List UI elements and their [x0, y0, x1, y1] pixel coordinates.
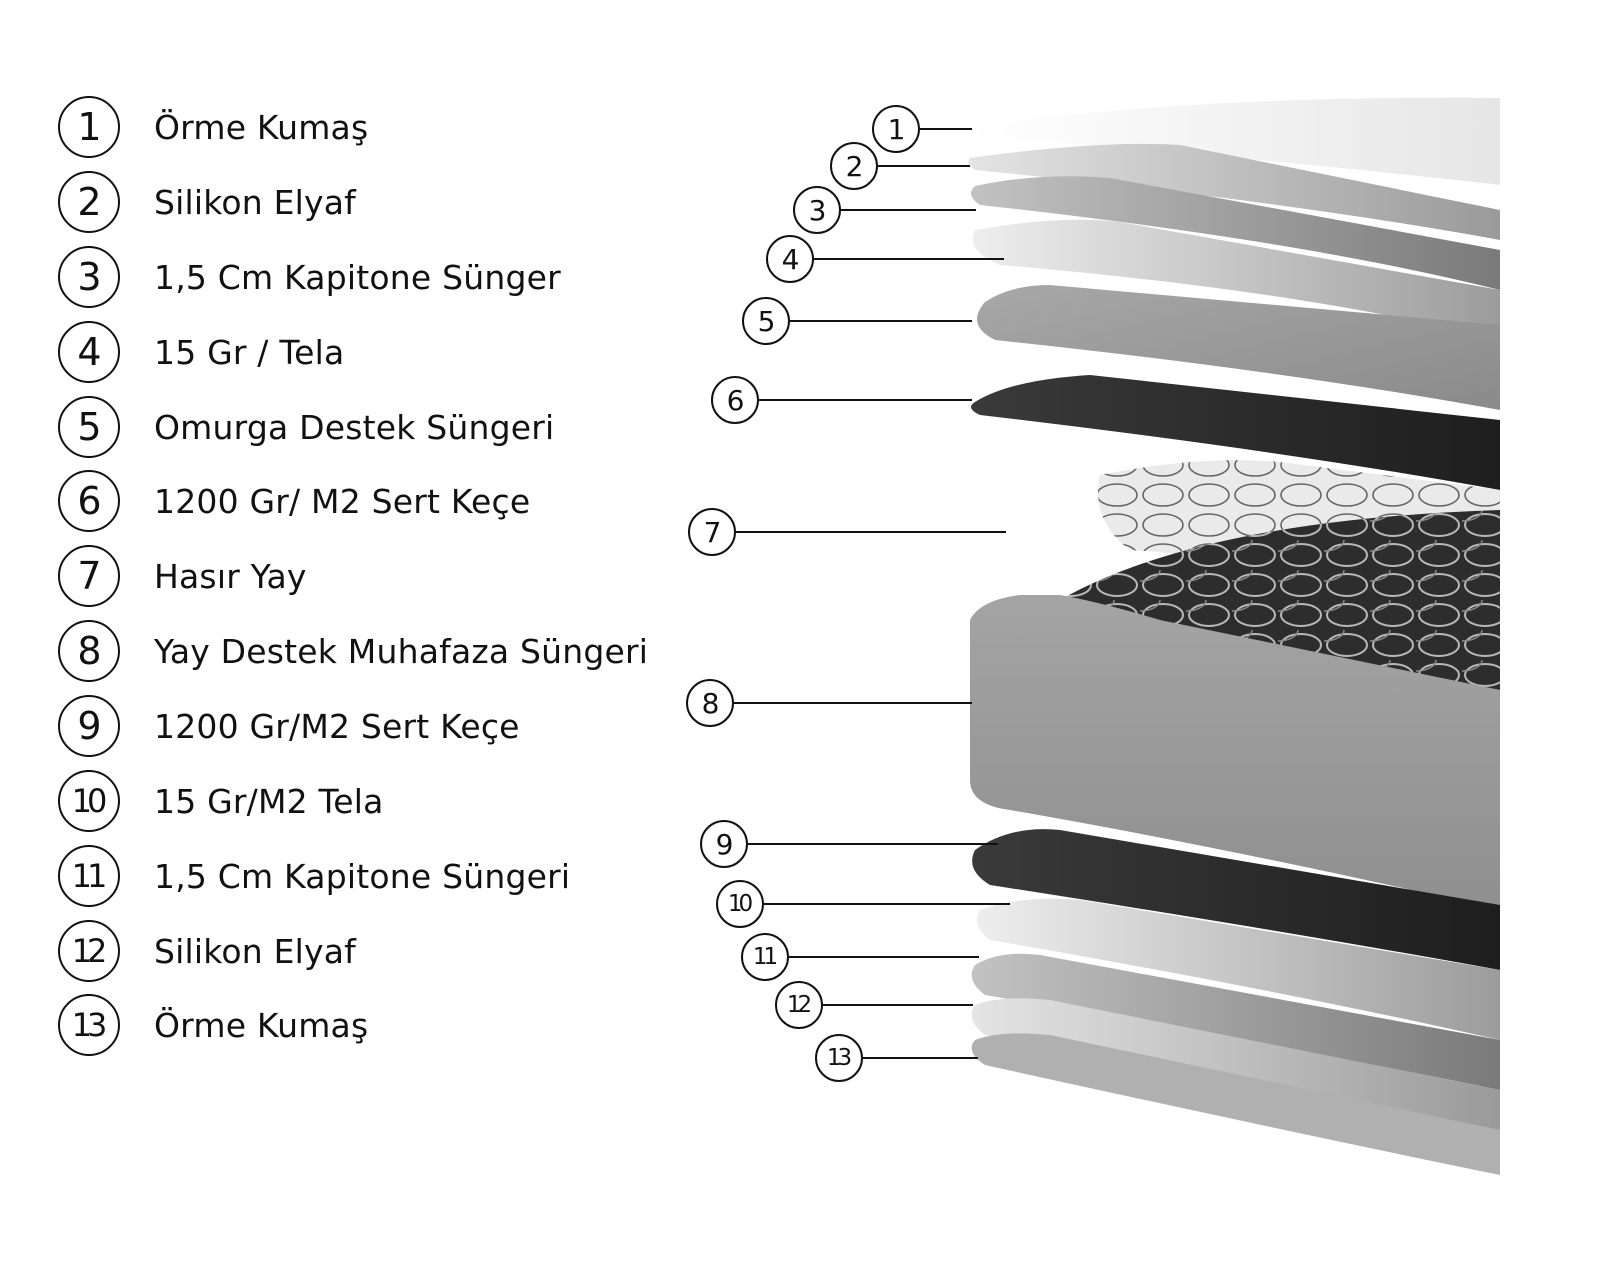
callout-3: 3 — [793, 186, 976, 234]
leader-line — [878, 164, 970, 168]
callout-11: 11 — [741, 933, 979, 981]
number-badge: 10 — [58, 770, 120, 832]
callout-10: 10 — [716, 880, 1010, 928]
number-badge: 11 — [58, 845, 120, 907]
mattress-layers-illustration — [968, 97, 1500, 1175]
mattress-layers-diagram: 1 2 3 4 5 6 7 8 9 10 11 12 — [680, 90, 1540, 1220]
number-badge: 6 — [58, 470, 120, 532]
legend-label: 15 Gr/M2 Tela — [154, 781, 384, 821]
number-badge: 4 — [766, 235, 814, 283]
legend-label: Örme Kumaş — [154, 1005, 369, 1045]
callout-4: 4 — [766, 235, 1004, 283]
number-badge: 5 — [742, 297, 790, 345]
legend-item: 2 Silikon Elyaf — [58, 169, 356, 235]
number-badge: 7 — [58, 545, 120, 607]
leader-line — [863, 1056, 978, 1060]
leader-line — [814, 257, 1004, 261]
legend-label: Yay Destek Muhafaza Süngeri — [154, 631, 649, 671]
legend-label: 1,5 Cm Kapitone Süngeri — [154, 856, 571, 896]
number-badge: 5 — [58, 396, 120, 458]
number-badge: 9 — [58, 695, 120, 757]
number-badge: 3 — [58, 246, 120, 308]
legend-item: 7 Hasır Yay — [58, 543, 307, 609]
legend-item: 12 Silikon Elyaf — [58, 918, 356, 984]
leader-line — [759, 398, 972, 402]
legend-label: 1,5 Cm Kapitone Sünger — [154, 257, 561, 297]
legend-item: 11 1,5 Cm Kapitone Süngeri — [58, 843, 570, 909]
leader-line — [920, 127, 972, 131]
legend-label: 15 Gr / Tela — [154, 332, 345, 372]
leader-line — [841, 208, 976, 212]
legend-label: Hasır Yay — [154, 556, 307, 596]
callout-12: 12 — [775, 981, 973, 1029]
number-badge: 2 — [830, 142, 878, 190]
number-badge: 8 — [58, 620, 120, 682]
callout-6: 6 — [711, 376, 972, 424]
legend-item: 6 1200 Gr/ M2 Sert Keçe — [58, 468, 530, 534]
number-badge: 1 — [58, 96, 120, 158]
leader-line — [748, 842, 998, 846]
number-badge: 3 — [793, 186, 841, 234]
leader-line — [789, 955, 979, 959]
number-badge: 9 — [700, 820, 748, 868]
legend-label: Silikon Elyaf — [154, 182, 356, 222]
number-badge: 6 — [711, 376, 759, 424]
legend-item: 3 1,5 Cm Kapitone Sünger — [58, 244, 561, 310]
number-badge: 1 — [872, 105, 920, 153]
number-badge: 12 — [775, 981, 823, 1029]
number-badge: 4 — [58, 321, 120, 383]
number-badge: 11 — [741, 933, 789, 981]
leader-line — [790, 319, 972, 323]
callout-2: 2 — [830, 142, 970, 190]
leader-line — [764, 902, 1010, 906]
callout-1: 1 — [872, 105, 972, 153]
legend-item: 1 Örme Kumaş — [58, 94, 368, 160]
callout-8: 8 — [686, 679, 972, 727]
number-badge: 2 — [58, 171, 120, 233]
legend-item: 9 1200 Gr/M2 Sert Keçe — [58, 693, 520, 759]
number-badge: 10 — [716, 880, 764, 928]
leader-line — [734, 701, 972, 705]
legend-item: 5 Omurga Destek Süngeri — [58, 394, 554, 460]
callout-7: 7 — [688, 508, 1006, 556]
legend-item: 13 Örme Kumaş — [58, 992, 368, 1058]
legend-label: 1200 Gr/ M2 Sert Keçe — [154, 481, 531, 521]
number-badge: 8 — [686, 679, 734, 727]
legend-label: Omurga Destek Süngeri — [154, 407, 555, 447]
legend-item: 4 15 Gr / Tela — [58, 319, 344, 385]
legend-item: 10 15 Gr/M2 Tela — [58, 768, 384, 834]
callout-9: 9 — [700, 820, 998, 868]
legend-label: Örme Kumaş — [154, 107, 369, 147]
number-badge: 12 — [58, 920, 120, 982]
leader-line — [736, 530, 1006, 534]
number-badge: 13 — [815, 1034, 863, 1082]
legend-label: Silikon Elyaf — [154, 931, 356, 971]
leader-line — [823, 1003, 973, 1007]
legend-item: 8 Yay Destek Muhafaza Süngeri — [58, 618, 648, 684]
legend-label: 1200 Gr/M2 Sert Keçe — [154, 706, 520, 746]
callout-13: 13 — [815, 1034, 978, 1082]
number-badge: 7 — [688, 508, 736, 556]
callout-5: 5 — [742, 297, 972, 345]
number-badge: 13 — [58, 994, 120, 1056]
